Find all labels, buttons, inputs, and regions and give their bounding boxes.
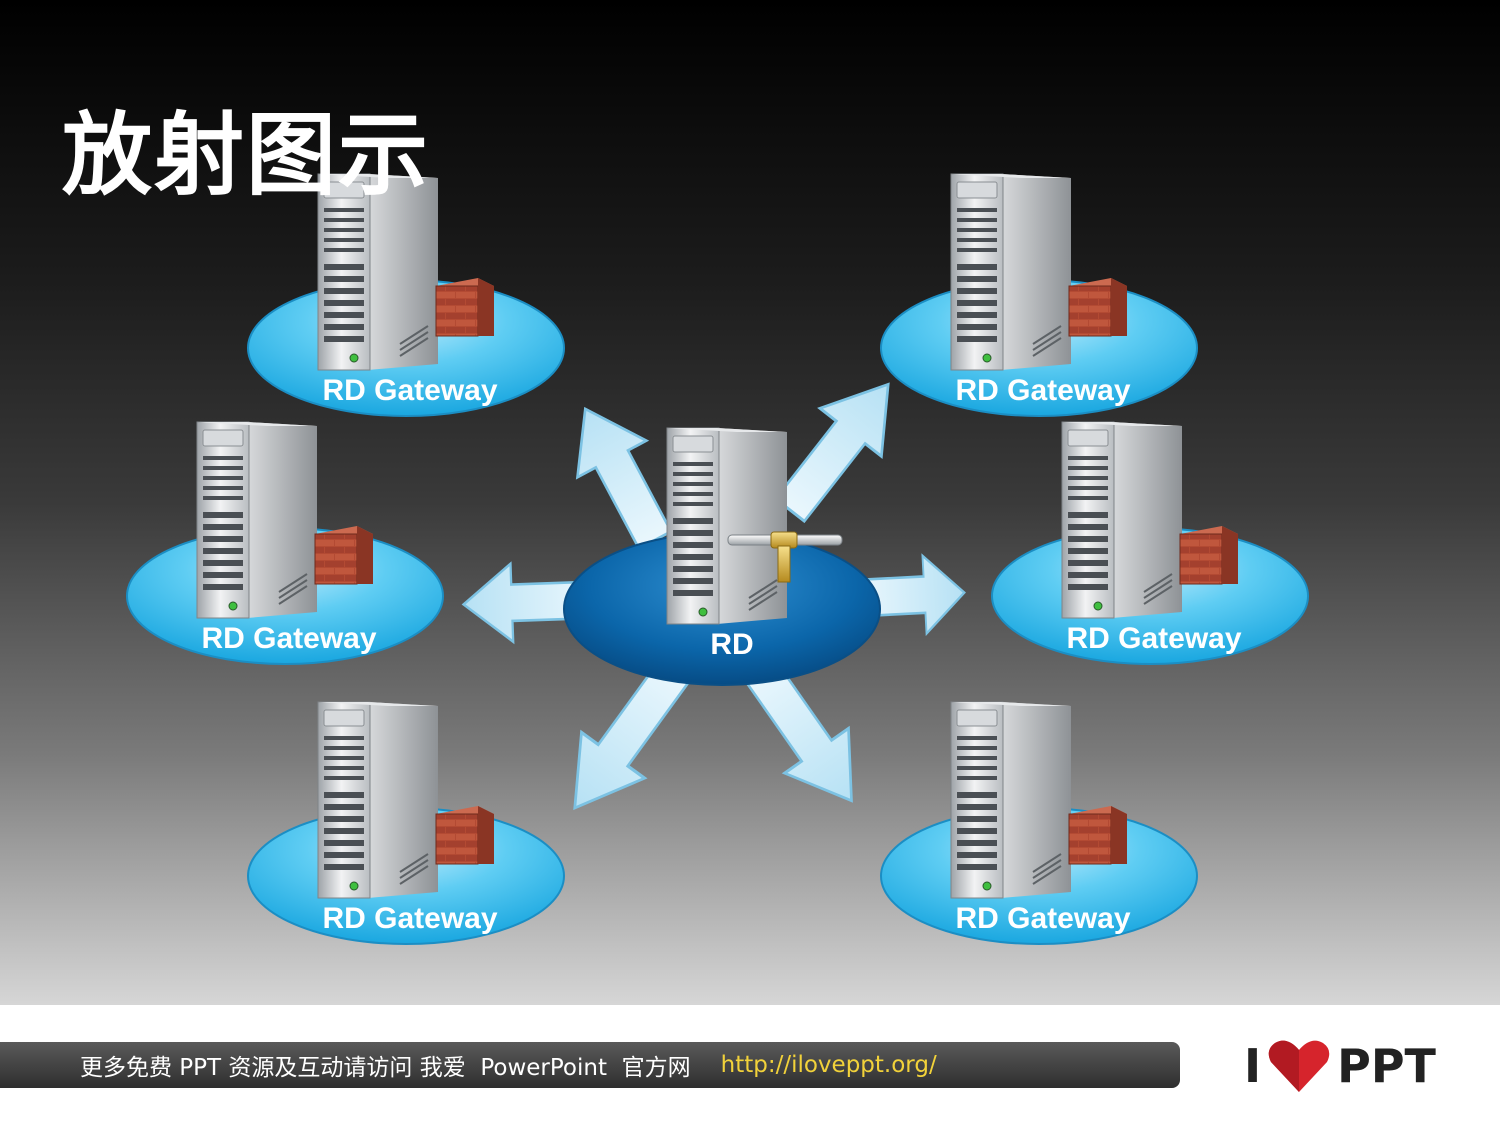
logo-right-text: PPT xyxy=(1337,1039,1436,1093)
slide-title: 放射图示 xyxy=(62,103,430,208)
footer-bar: 更多免费 PPT 资源及互动请访问 我爱 PowerPoint 官方网 http… xyxy=(0,1042,1180,1088)
footer-text: 更多免费 PPT 资源及互动请访问 我爱 PowerPoint 官方网 xyxy=(80,1055,691,1081)
gateway-node-bottom-right: RD Gateway xyxy=(880,701,1198,945)
gateway-label: RD Gateway xyxy=(955,374,1130,407)
logo-left-text: I xyxy=(1244,1039,1262,1093)
radial-diagram: RD RD Gateway RD Gateway RD Gateway RD G… xyxy=(126,173,1309,945)
gateway-node-middle-left: RD Gateway xyxy=(126,421,444,665)
gateway-node-top-right: RD Gateway xyxy=(880,173,1198,417)
footer-link[interactable]: http://iloveppt.org/ xyxy=(720,1052,937,1078)
center-label: RD xyxy=(710,628,753,661)
gateway-node-top-left: RD Gateway xyxy=(247,173,565,417)
gateway-node-bottom-left: RD Gateway xyxy=(247,701,565,945)
center-node: RD xyxy=(563,427,881,686)
iloveppt-logo: I PPT xyxy=(1244,1036,1436,1096)
pipe-connector-icon xyxy=(727,531,843,583)
gateway-label: RD Gateway xyxy=(955,902,1130,935)
gateway-label: RD Gateway xyxy=(322,374,497,407)
gateway-label: RD Gateway xyxy=(322,902,497,935)
heart-icon xyxy=(1268,1040,1330,1092)
gateway-label: RD Gateway xyxy=(201,622,376,655)
gateway-node-middle-right: RD Gateway xyxy=(991,421,1309,665)
gateway-label: RD Gateway xyxy=(1066,622,1241,655)
